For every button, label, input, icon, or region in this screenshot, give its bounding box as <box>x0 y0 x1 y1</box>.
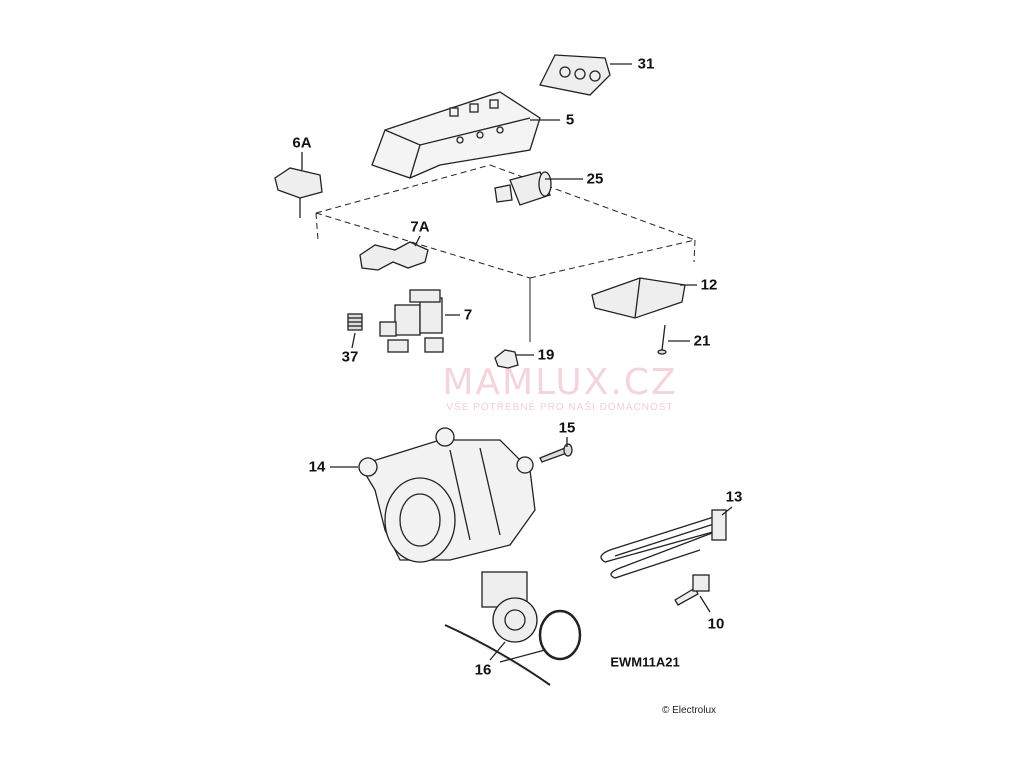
label-6a: 6A <box>292 134 312 152</box>
watermark-logo: MAMLUX.CZ <box>442 362 678 403</box>
label-10: 10 <box>707 615 725 633</box>
label-14: 14 <box>308 458 326 476</box>
part-25-suppression-filter <box>494 171 552 206</box>
leader-16b <box>499 649 546 663</box>
label-7: 7 <box>463 306 473 324</box>
part-7a-bracket <box>359 241 429 271</box>
watermark-subtitle: VŠE POTŘEBNÉ PRO NAŠI DOMÁCNOST <box>446 402 674 413</box>
label-37: 37 <box>341 348 359 366</box>
part-6a-pressure-switch <box>274 167 323 218</box>
dashed-frame <box>315 164 696 279</box>
leader-13 <box>721 506 733 516</box>
label-5: 5 <box>565 111 575 129</box>
part-12-door-lock <box>591 277 686 319</box>
leader-10 <box>699 595 711 613</box>
label-16: 16 <box>474 661 492 679</box>
part-15-screw <box>539 443 573 463</box>
label-19: 19 <box>537 346 555 364</box>
model-number: EWM11A21 <box>610 654 680 670</box>
part-19-clip <box>494 349 519 369</box>
label-12: 12 <box>700 276 718 294</box>
label-21: 21 <box>693 332 711 350</box>
label-15: 15 <box>558 419 576 437</box>
part-13-heating-element <box>600 509 727 579</box>
part-10-temperature-sensor <box>674 574 710 606</box>
part-21-screw <box>657 324 667 355</box>
leader-37 <box>351 332 356 349</box>
label-13: 13 <box>725 488 743 506</box>
label-7a: 7A <box>410 218 430 236</box>
part-16-drain-pump <box>444 571 582 686</box>
part-14-motor <box>358 427 536 563</box>
part-7-inlet-valve <box>379 289 444 353</box>
copyright: © Electrolux <box>661 705 717 716</box>
part-37-filter <box>347 313 363 331</box>
part-5-control-board <box>371 91 541 179</box>
leader-7a <box>414 235 421 247</box>
label-25: 25 <box>586 170 604 188</box>
part-31-cover <box>539 54 611 96</box>
label-31: 31 <box>637 55 655 73</box>
leader-16a <box>489 641 506 661</box>
